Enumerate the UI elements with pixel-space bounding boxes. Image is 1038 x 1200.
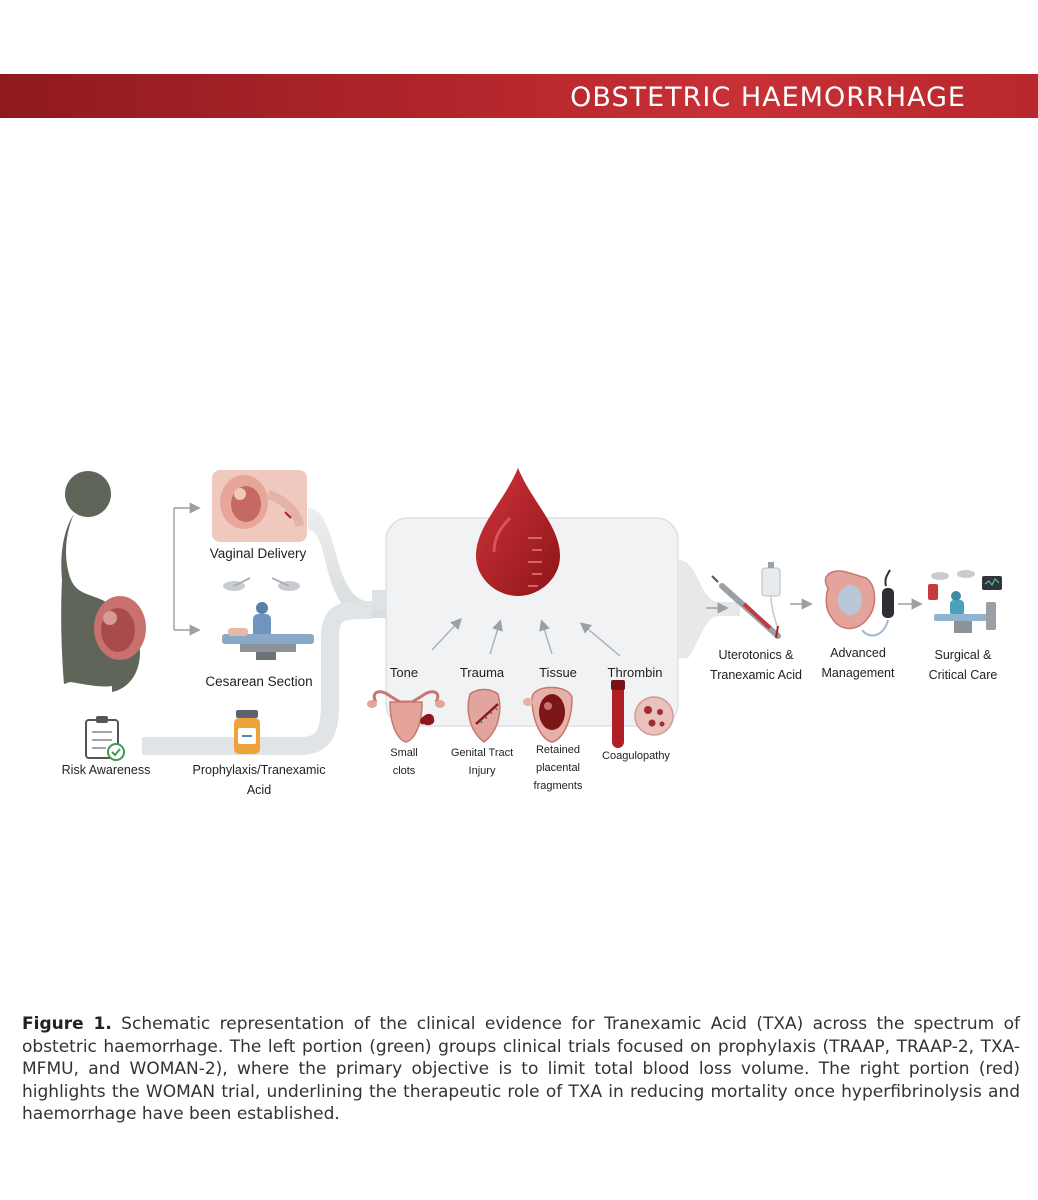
cause-tissue-desc-2: placental — [535, 762, 581, 774]
genital-tract-injury-icon — [467, 688, 501, 743]
vaginal-delivery-illustration — [212, 470, 307, 542]
advanced-management-label-1: Advanced — [830, 646, 886, 660]
cesarean-section-label: Cesarean Section — [205, 674, 313, 689]
advanced-management-label-2: Management — [821, 666, 895, 680]
vaginal-delivery-label: Vaginal Delivery — [209, 546, 307, 561]
balloon-tamponade-icon — [824, 569, 894, 637]
cause-trauma-desc-2: Injury — [468, 765, 496, 777]
uterotonics-label-2: Tranexamic Acid — [710, 668, 802, 682]
prophylaxis-label-line2: Acid — [246, 783, 272, 797]
blood-tube-coagulopathy-icon — [611, 680, 674, 748]
cause-tone-desc-2: clots — [392, 765, 416, 777]
surgical-care-label-1: Surgical & — [934, 648, 992, 662]
cesarean-section-illustration — [222, 577, 314, 660]
cause-tissue-title: Tissue — [539, 665, 577, 680]
cause-tone-desc-1: Small — [390, 747, 418, 759]
medication-bottle-icon — [234, 710, 260, 754]
figure-caption-text: Schematic representation of the clinical… — [22, 1014, 1020, 1124]
surgical-critical-care-icon — [928, 570, 1002, 633]
header-title: OBSTETRIC HAEMORRHAGE — [570, 82, 966, 113]
cause-trauma-desc-1: Genital Tract — [450, 747, 514, 759]
header-band: OBSTETRIC HAEMORRHAGE — [0, 74, 1038, 118]
retained-placenta-icon — [523, 686, 573, 743]
diagram-graphics — [61, 468, 1002, 761]
cause-tissue-desc-3: fragments — [533, 780, 583, 792]
blood-drop-icon — [476, 468, 560, 596]
cause-tone-title: Tone — [389, 665, 419, 680]
figure-caption-label: Figure 1. — [22, 1014, 112, 1034]
cause-tissue-desc-1: Retained — [535, 744, 581, 756]
syringe-iv-icon — [711, 562, 781, 639]
risk-awareness-label: Risk Awareness — [61, 763, 151, 777]
prophylaxis-label-line1: Prophylaxis/Tranexamic — [192, 763, 326, 777]
clipboard-check-icon — [85, 716, 125, 761]
surgical-care-label-2: Critical Care — [928, 668, 998, 682]
uterus-tone-icon — [367, 690, 445, 743]
cause-thrombin-title: Thrombin — [607, 665, 663, 680]
diagram: Vaginal Delivery Cesarean Section Risk A… — [0, 440, 1038, 820]
cause-thrombin-desc: Coagulopathy — [602, 750, 670, 762]
figure-caption: Figure 1. Schematic representation of th… — [22, 1013, 1020, 1126]
cause-trauma-title: Trauma — [459, 665, 505, 680]
pregnant-woman-silhouette — [61, 471, 146, 692]
uterotonics-label-1: Uterotonics & — [718, 648, 794, 662]
